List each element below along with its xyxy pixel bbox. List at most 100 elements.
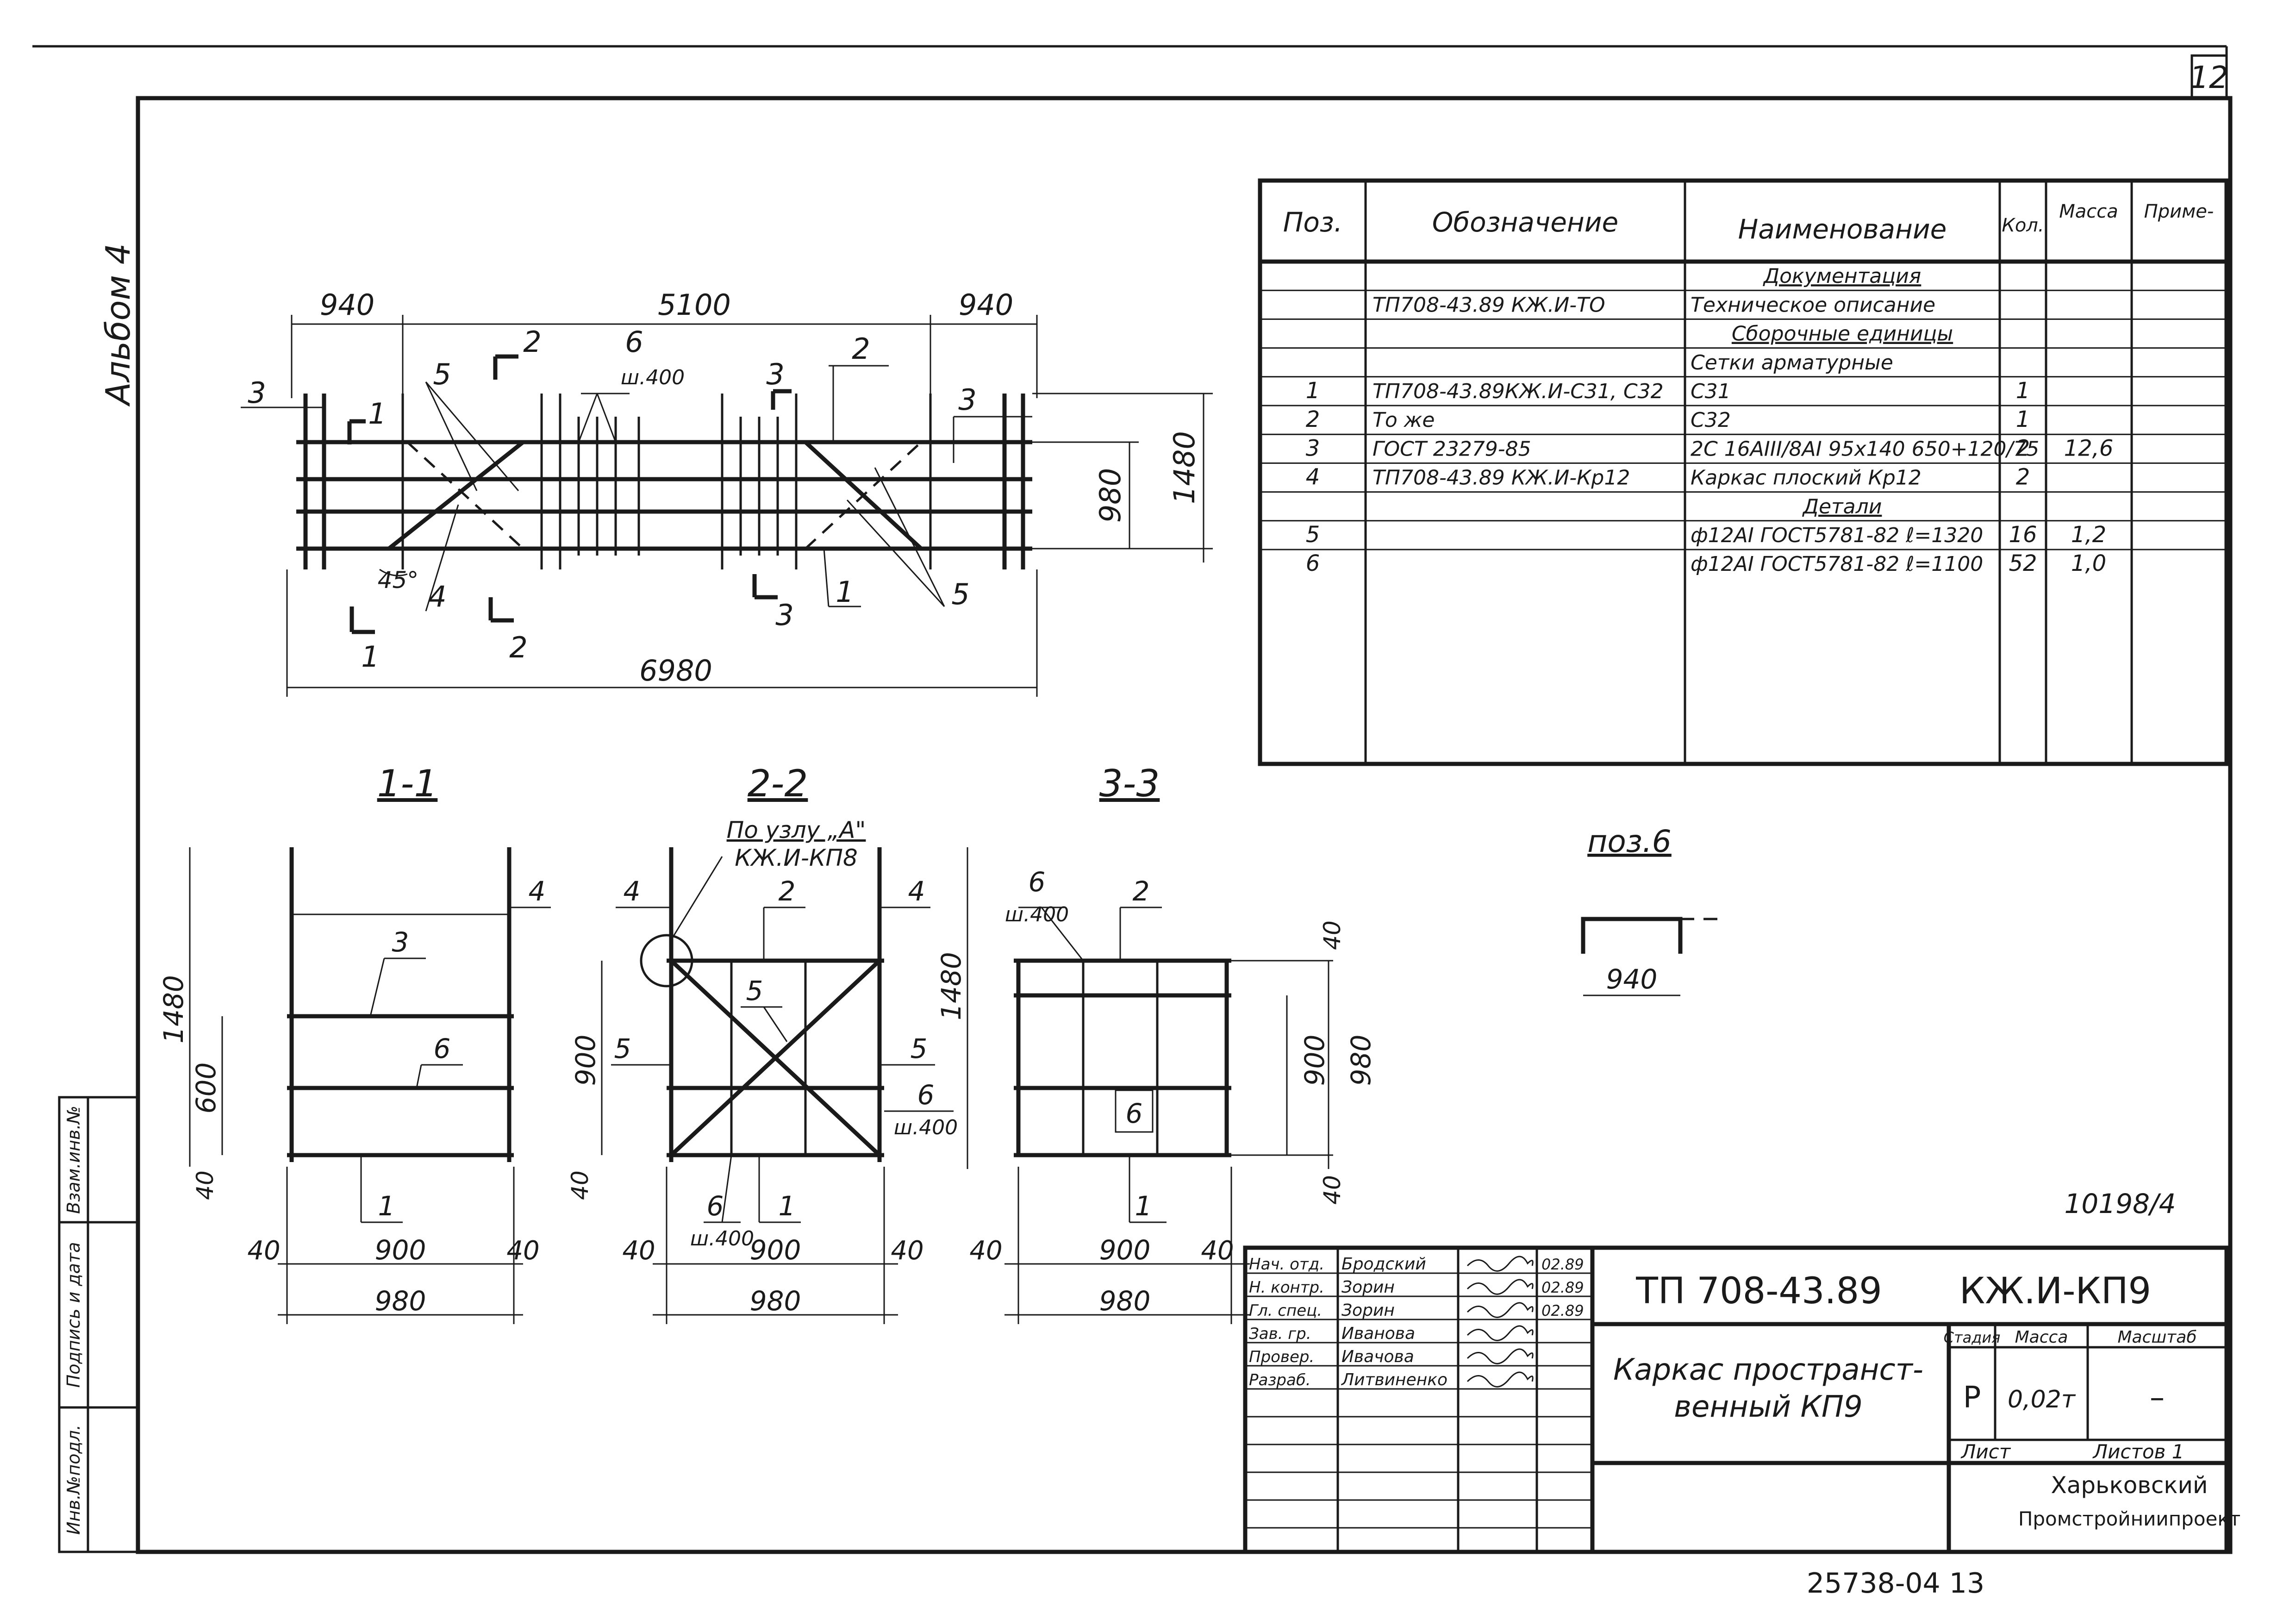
- signature-role: Разраб.: [1249, 1371, 1311, 1389]
- spec-header-name: Наименование: [1738, 213, 1947, 245]
- signature-scribble: [1466, 1302, 1534, 1318]
- section-1-dim-40v: 40: [192, 1170, 218, 1200]
- plan-dim-left: 940: [320, 288, 374, 322]
- sheets-label: Листов 1: [2092, 1440, 2184, 1463]
- stage-header: Стадия: [1944, 1329, 2001, 1346]
- plan-callout-3-right: 3: [958, 383, 976, 417]
- reference-number: 10198/4: [2065, 1188, 2176, 1219]
- plan-callout-2-bottom: 2: [509, 631, 527, 664]
- spec-cell-pos: 3: [1306, 435, 1320, 461]
- spec-cell-pos: 4: [1306, 464, 1320, 490]
- spec-cell-code: ТП708-43.89 КЖ.И-Кр12: [1373, 466, 1630, 490]
- section-3-dim-40-top: 40: [1319, 920, 1346, 950]
- section-3-callout-2: 2: [1133, 875, 1150, 907]
- signature-scribble: [1466, 1256, 1534, 1272]
- signature-scribble: [1466, 1325, 1534, 1341]
- section-1-callout-1: 1: [378, 1190, 395, 1222]
- plan-callout-2-right: 2: [852, 332, 870, 366]
- spec-header-pos: Поз.: [1283, 206, 1342, 238]
- pos6-title: поз.6: [1587, 824, 1672, 859]
- pos6-detail: поз.6 940: [1581, 824, 1722, 996]
- spec-cell-qty: 1: [2016, 406, 2030, 432]
- section-3-dim-40-left: 40: [969, 1236, 1002, 1266]
- section-3-dim-40-bottom: 40: [1319, 1175, 1346, 1205]
- signature-scribble: [1466, 1371, 1534, 1388]
- signature-scribble: [1466, 1348, 1534, 1364]
- signature-name: Зорин: [1341, 1278, 1395, 1297]
- spec-cell-name: Каркас плоский Кр12: [1691, 466, 1922, 490]
- spec-cell-name: Сборочные единицы: [1732, 322, 1953, 346]
- signature-name: Зорин: [1341, 1301, 1395, 1320]
- signature-name: Литвиненко: [1341, 1370, 1447, 1389]
- spec-cell-qty: 1: [2016, 378, 2030, 404]
- signature-role: Гл. спец.: [1249, 1301, 1322, 1320]
- spec-cell-qty: 52: [2009, 550, 2037, 576]
- sheet-frame: 12 Альбом 4: [32, 45, 2233, 1554]
- side-stamp-sign: Подпись и дата: [63, 1242, 84, 1388]
- plan-dim-middle: 5100: [658, 288, 731, 322]
- section-2-dim-40-left: 40: [622, 1236, 655, 1266]
- spec-cell-name: Техническое описание: [1691, 293, 1935, 317]
- section-2-callout-6-bottom-pitch: ш.400: [690, 1227, 754, 1250]
- section-2-dim-900: 900: [570, 1035, 601, 1086]
- sheet-label: Лист: [1960, 1440, 2011, 1463]
- plan-callouts: 3 1 5 2 6 ш.400 3 2 3 4: [241, 325, 1032, 674]
- section-2-callout-4-right: 4: [908, 875, 925, 907]
- section-2-node-note-2: КЖ.И-КП8: [735, 844, 858, 871]
- spec-header-note: Приме-: [2144, 201, 2214, 222]
- section-3-3: 3-3 40 900 980 40 40 900 40 980 6 ш.400 …: [969, 762, 1377, 1324]
- spec-cell-code: ГОСТ 23279-85: [1373, 437, 1531, 461]
- plan-angle: 45°: [378, 567, 419, 594]
- spec-header-qty: Кол.: [2002, 215, 2044, 236]
- signature-role: Провер.: [1249, 1348, 1314, 1366]
- side-stamp-inv: Инв.№подл.: [63, 1425, 84, 1535]
- scale-value: –: [2150, 1381, 2165, 1415]
- spec-cell-pos: 1: [1306, 378, 1320, 404]
- plan-dim-right: 940: [959, 288, 1013, 322]
- spec-cell-qty: 2: [2016, 435, 2030, 461]
- section-1-dim-40-left: 40: [247, 1236, 280, 1266]
- spec-cell-name: Детали: [1802, 495, 1882, 519]
- organization-line2: Промстройниипроект: [2018, 1507, 2240, 1530]
- sheet-number: 12: [2190, 60, 2228, 95]
- signature-date: 02.89: [1541, 1279, 1584, 1296]
- plan-callout-5-right: 5: [951, 577, 969, 611]
- plan-callout-6-pitch: ш.400: [621, 366, 685, 389]
- spec-cell-qty: 2: [2016, 464, 2030, 490]
- spec-header-code: Обозначение: [1432, 206, 1618, 238]
- drawing-title-line1: Каркас пространст-: [1613, 1353, 1923, 1387]
- section-2-callout-5-left: 5: [614, 1033, 631, 1064]
- plan-callout-3-top: 3: [766, 357, 784, 391]
- doc-suffix: КЖ.И-КП9: [1959, 1270, 2151, 1312]
- section-1-callout-3: 3: [392, 926, 409, 958]
- section-3-dim-900h: 900: [1099, 1234, 1151, 1266]
- spec-cell-code: ТП708-43.89КЖ.И-С31, С32: [1373, 380, 1664, 403]
- section-2-callout-5-right: 5: [911, 1033, 928, 1064]
- mass-value: 0,02т: [2008, 1386, 2076, 1413]
- section-3-callout-1: 1: [1135, 1190, 1152, 1222]
- signature-role: Зав. гр.: [1249, 1325, 1311, 1343]
- signature-name: Иванова: [1341, 1324, 1415, 1343]
- spec-cell-code: То же: [1373, 408, 1435, 432]
- plan-view: 940 5100 940 6980 980 1480 3 1 5 2: [241, 288, 1213, 697]
- spec-header-mass: Масса: [2059, 201, 2118, 222]
- section-2-2: 2-2 По узлу „А" КЖ.И-КП8 1480 900 40 40 …: [567, 762, 968, 1324]
- spec-cell-name: 2С 16АIII/8АI 95х140 650+120/75: [1691, 437, 2039, 461]
- signature-role: Нач. отд.: [1249, 1255, 1324, 1274]
- spec-cell-mass: 1,2: [2071, 522, 2106, 548]
- section-3-dim-900v: 900: [1299, 1035, 1330, 1086]
- side-stamp: Инв.№подл. Подпись и дата Взам.инв.№: [58, 1096, 139, 1553]
- plan-callout-3-bottom: 3: [775, 598, 793, 632]
- plan-callout-6: 6: [625, 325, 643, 359]
- plan-callout-1-top: 1: [368, 397, 386, 431]
- section-1-dim-900: 900: [375, 1234, 426, 1266]
- spec-cell-name: ф12АI ГОСТ5781-82 ℓ=1100: [1691, 552, 1983, 576]
- signature-rows: [1245, 1272, 1592, 1529]
- plan-dim-980: 980: [1093, 468, 1127, 523]
- section-1-dim-40-right: 40: [506, 1236, 539, 1266]
- specification-table: Поз. Обозначение Наименование Кол. Масса…: [1258, 178, 2229, 766]
- section-2-dim-40-right: 40: [891, 1236, 923, 1266]
